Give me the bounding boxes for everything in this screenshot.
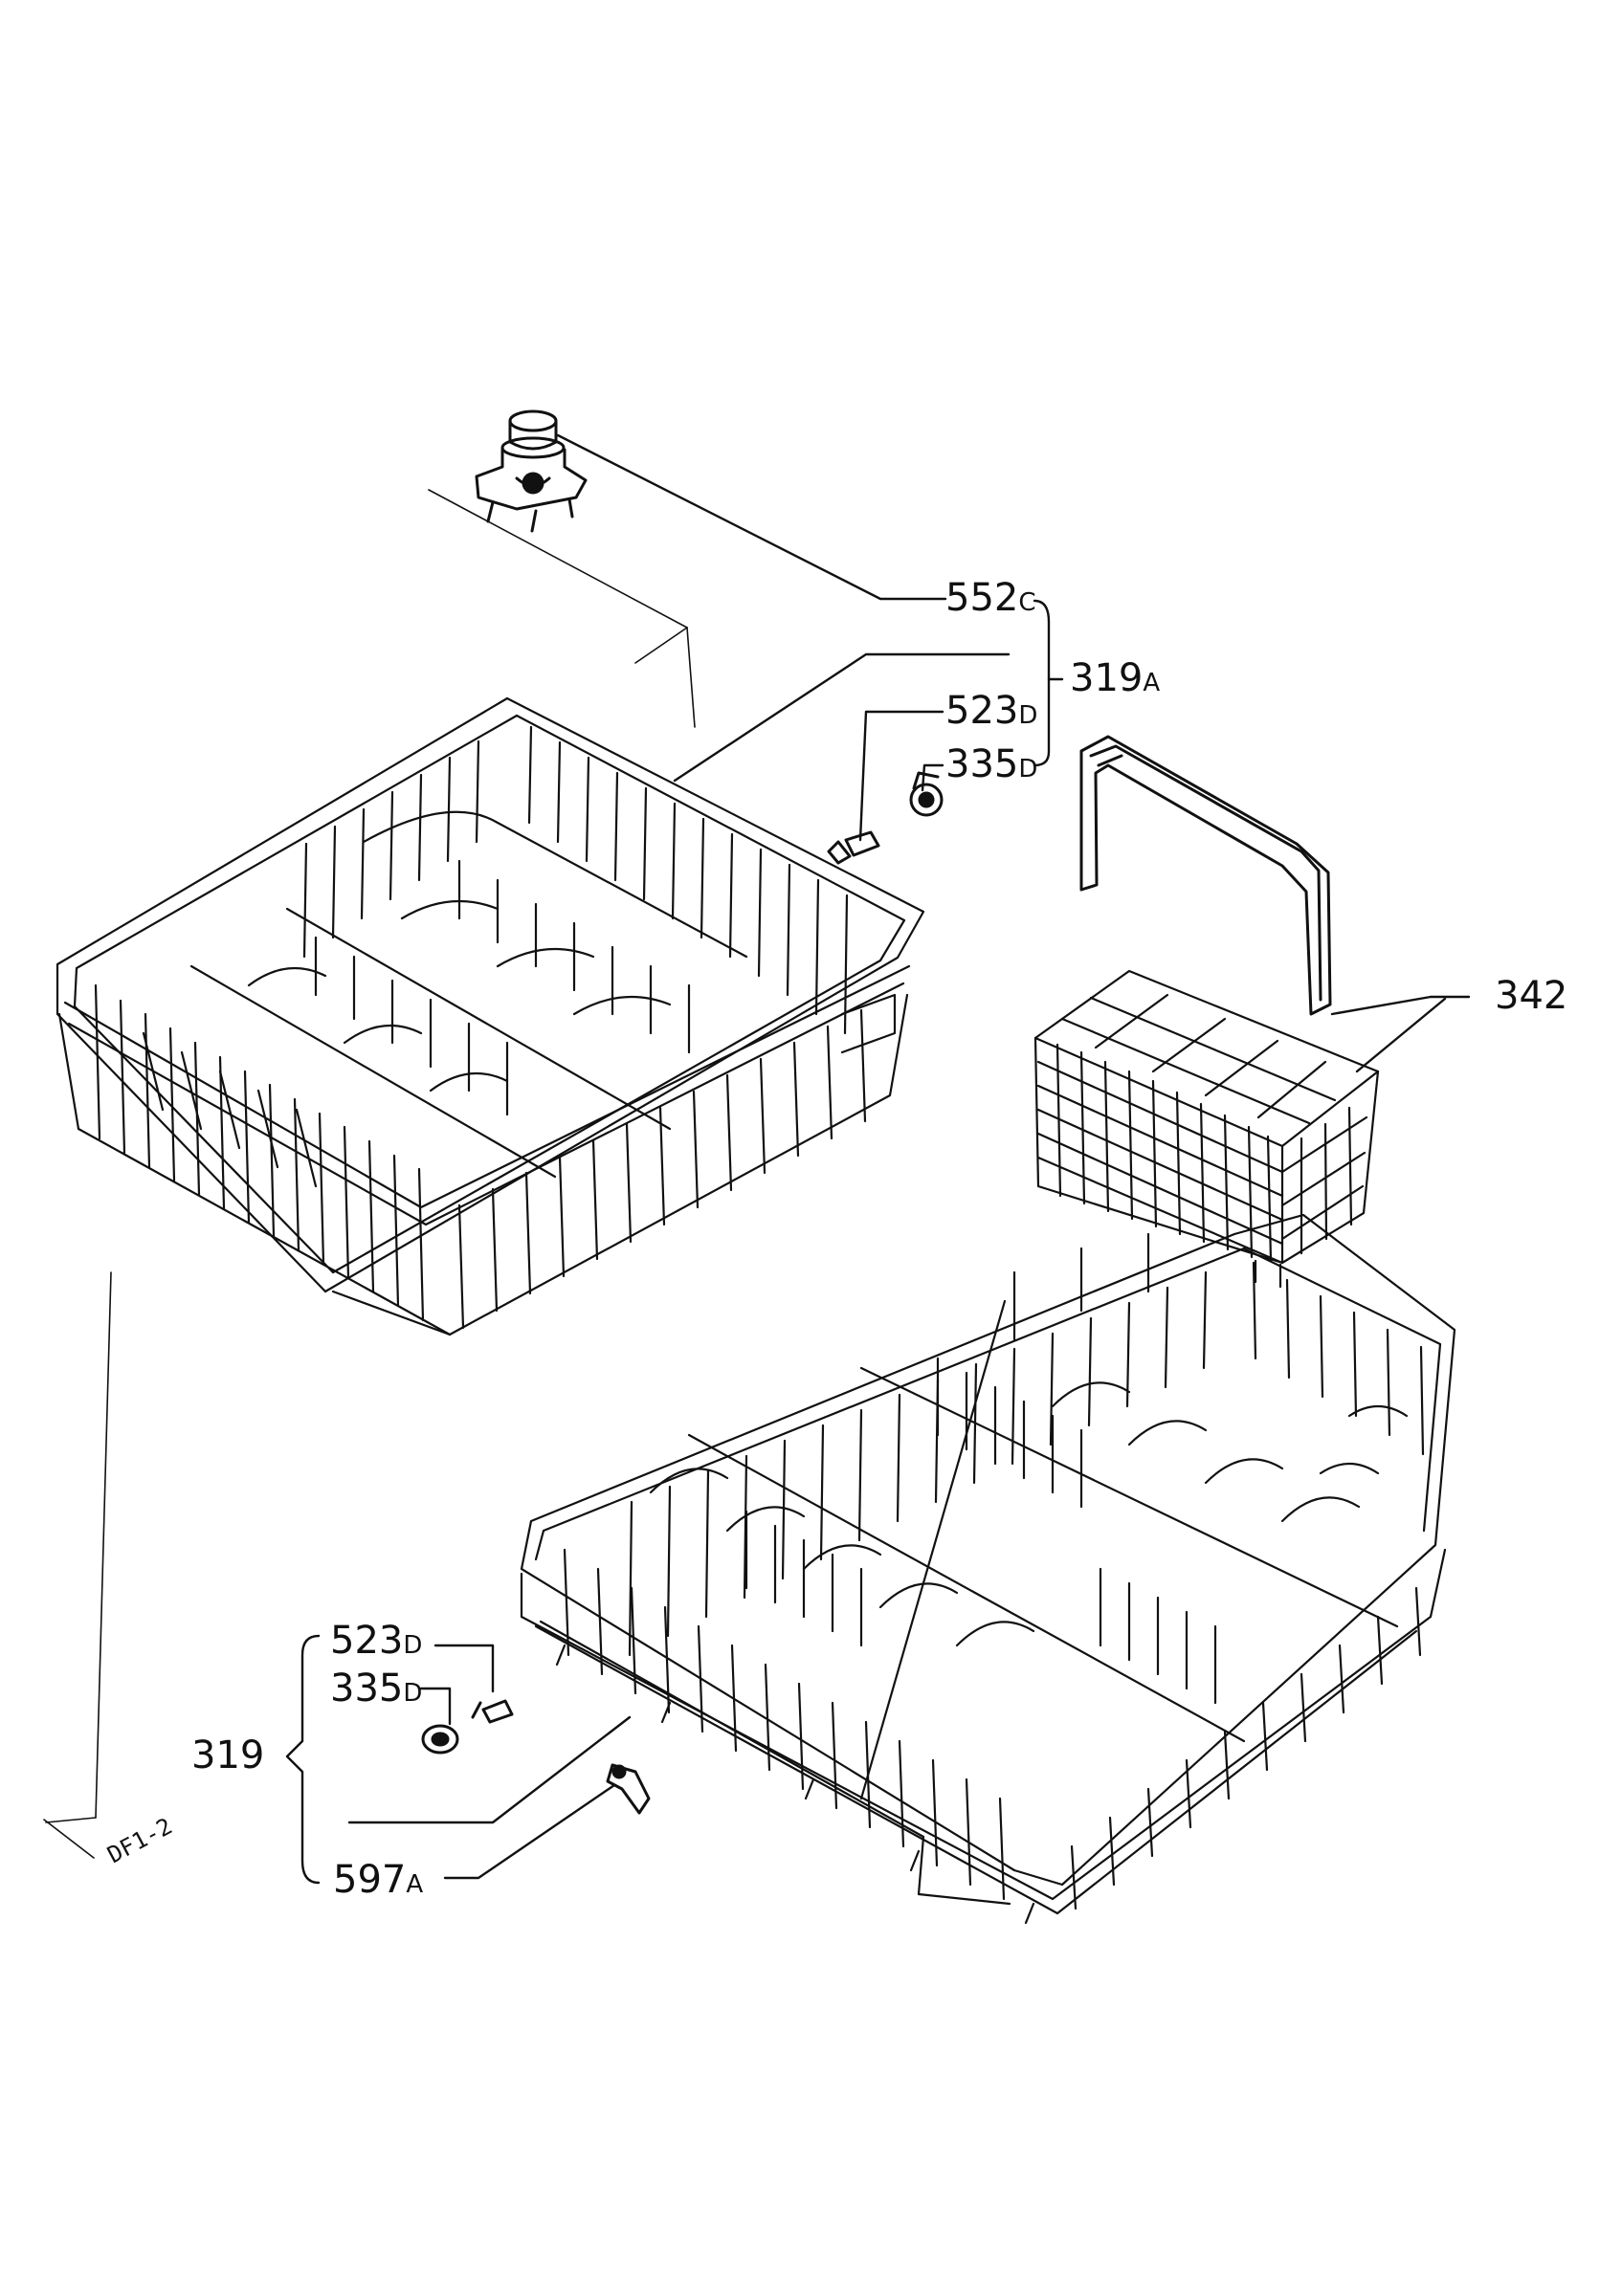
- rail-end-part-552c: [475, 409, 588, 533]
- lower-basket: [520, 1213, 1456, 1925]
- cutlery-basket: [1033, 969, 1380, 1289]
- corner-code: DF1-2: [103, 1813, 177, 1869]
- construction-lines: [43, 489, 696, 1859]
- label-319a: 319A: [1070, 656, 1160, 700]
- lower-basket-right-wires: [1070, 1586, 1422, 1910]
- upper-basket-back-wires: [302, 725, 849, 1035]
- label-335d-top: 335D: [945, 742, 1037, 786]
- cutlery-basket-handle: [1079, 735, 1332, 1016]
- leader-lines: [285, 433, 1471, 1885]
- upper-basket-right-wires: [457, 1008, 867, 1330]
- roller-screw-top: [827, 771, 944, 865]
- label-523d-top: 523D: [945, 689, 1037, 733]
- upper-basket: [56, 696, 925, 1336]
- label-597a: 597A: [333, 1858, 423, 1902]
- cutlery-basket-grid: [1036, 1043, 1368, 1265]
- label-342: 342: [1495, 974, 1567, 1018]
- clip-part-597a: [606, 1763, 651, 1815]
- upper-basket-tines: [142, 810, 748, 1188]
- label-335d-bottom: 335D: [330, 1667, 422, 1711]
- label-552c: 552C: [945, 576, 1036, 620]
- lower-basket-back-wires: [628, 1261, 1425, 1657]
- roller-screw-bottom: [421, 1699, 514, 1755]
- label-319: 319: [191, 1733, 264, 1777]
- label-523d-bottom: 523D: [330, 1619, 422, 1663]
- lower-basket-tines: [649, 1232, 1409, 1800]
